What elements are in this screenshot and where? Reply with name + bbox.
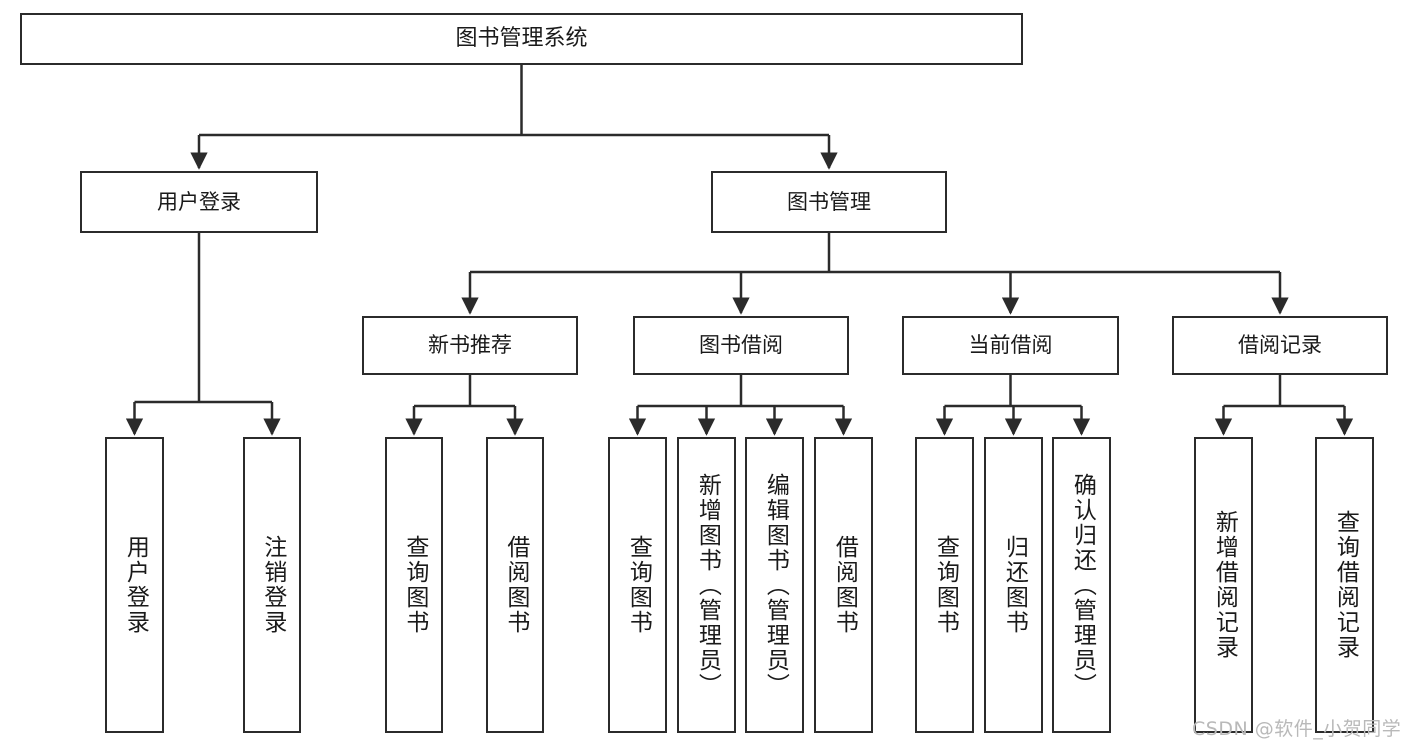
node-label: 编辑图书（管理员）: [762, 472, 789, 698]
node-book-manage[interactable]: 图书管理: [711, 171, 947, 233]
node-leaf-query-book-2[interactable]: 查询图书: [608, 437, 667, 733]
node-leaf-confirm-return[interactable]: 确认归还（管理员）: [1052, 437, 1111, 733]
node-label: 借阅图书: [831, 535, 858, 635]
node-label: 当前借阅: [968, 333, 1053, 358]
node-label: 图书借阅: [699, 333, 783, 358]
node-leaf-return-book[interactable]: 归还图书: [984, 437, 1043, 733]
node-user-login[interactable]: 用户登录: [80, 171, 318, 233]
node-label: 用户登录: [157, 189, 241, 214]
node-leaf-add-book[interactable]: 新增图书（管理员）: [677, 437, 736, 733]
node-label: 注销登录: [259, 535, 286, 635]
node-label: 查询图书: [401, 535, 428, 635]
node-leaf-query-record[interactable]: 查询借阅记录: [1315, 437, 1374, 733]
node-leaf-borrow-book-2[interactable]: 借阅图书: [814, 437, 873, 733]
node-label: 新增图书（管理员）: [694, 472, 721, 698]
node-label: 借阅图书: [502, 535, 529, 635]
node-label: 新增借阅记录: [1211, 510, 1238, 660]
node-label: 图书管理: [787, 189, 871, 214]
node-label: 借阅记录: [1238, 333, 1322, 358]
node-leaf-logout-login[interactable]: 注销登录: [243, 437, 301, 733]
node-new-book-recommend[interactable]: 新书推荐: [362, 316, 578, 375]
node-leaf-query-book-3[interactable]: 查询图书: [915, 437, 974, 733]
csdn-watermark: CSDN @软件_小贺同学: [1192, 718, 1402, 740]
node-leaf-edit-book[interactable]: 编辑图书（管理员）: [745, 437, 804, 733]
node-borrow-record[interactable]: 借阅记录: [1172, 316, 1388, 375]
node-label: 归还图书: [1001, 535, 1028, 635]
node-leaf-add-record[interactable]: 新增借阅记录: [1194, 437, 1253, 733]
node-label: 查询图书: [625, 535, 652, 635]
node-label: 查询借阅记录: [1332, 510, 1359, 660]
node-label: 新书推荐: [428, 333, 512, 358]
node-leaf-user-login[interactable]: 用户登录: [105, 437, 164, 733]
node-label: 用户登录: [122, 535, 149, 635]
node-leaf-query-book-1[interactable]: 查询图书: [385, 437, 443, 733]
node-leaf-borrow-book-1[interactable]: 借阅图书: [486, 437, 544, 733]
node-label: 图书管理系统: [455, 26, 588, 52]
node-label: 查询图书: [932, 535, 959, 635]
node-root[interactable]: 图书管理系统: [20, 13, 1023, 65]
node-book-borrow[interactable]: 图书借阅: [633, 316, 849, 375]
node-current-borrow[interactable]: 当前借阅: [902, 316, 1119, 375]
node-label: 确认归还（管理员）: [1069, 472, 1096, 698]
